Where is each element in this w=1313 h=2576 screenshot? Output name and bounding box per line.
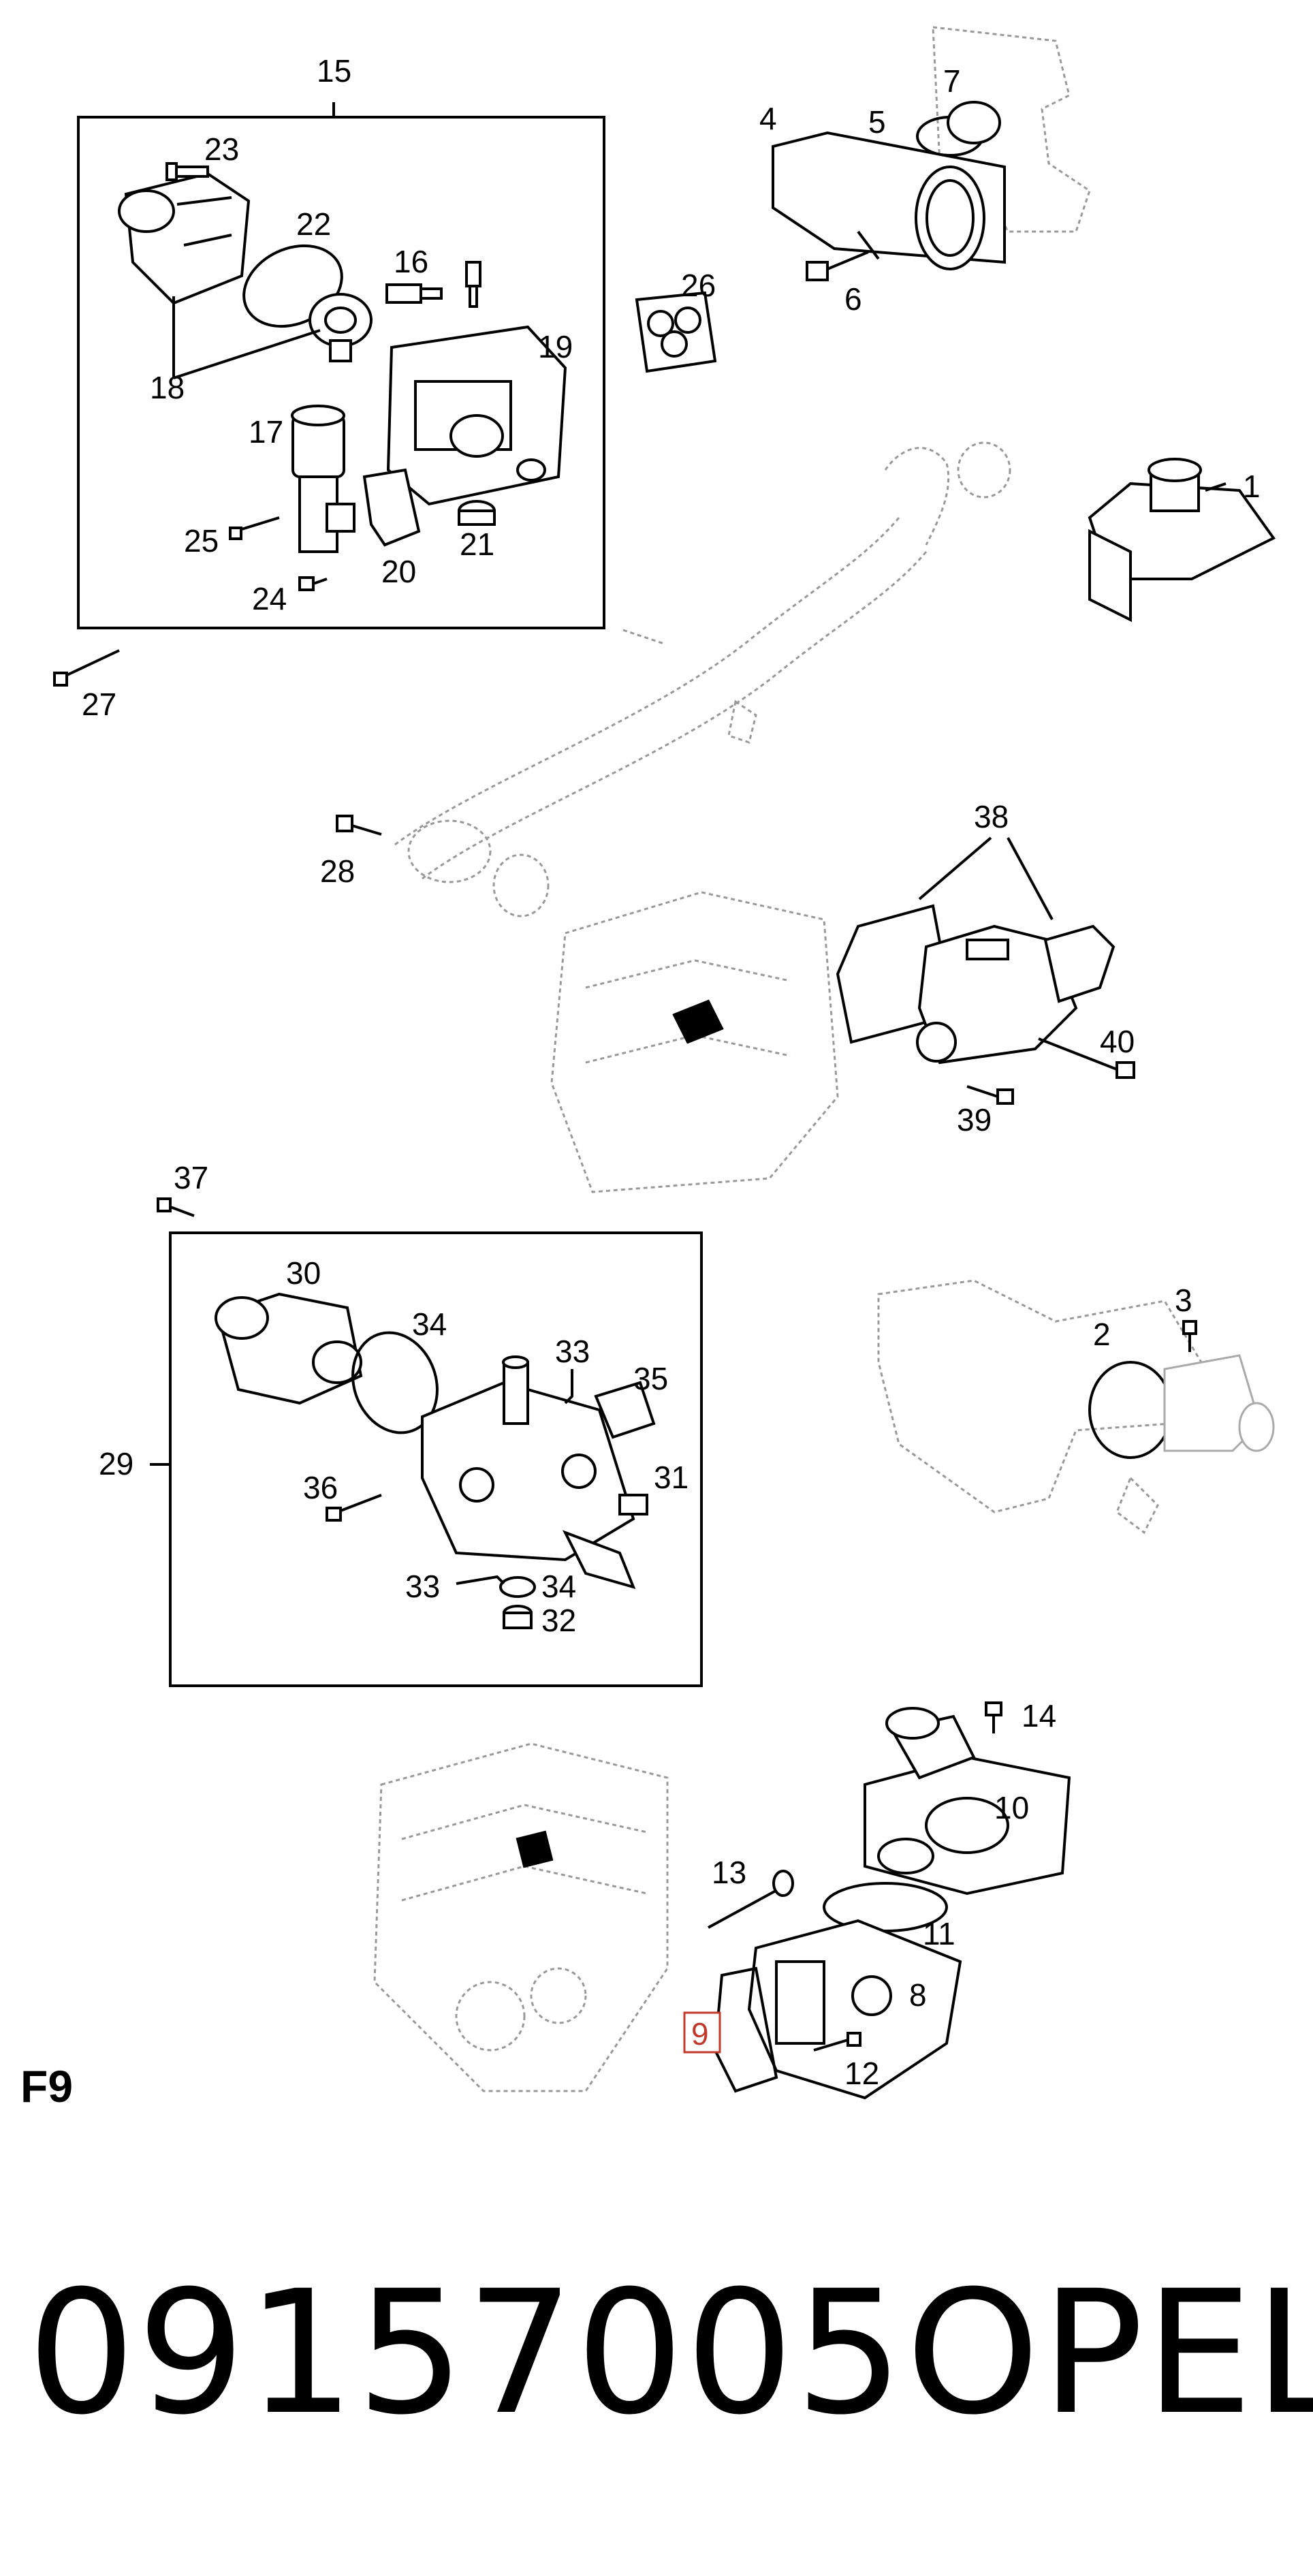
- gasket-39-part: [836, 904, 955, 1044]
- callout-23: 23: [204, 131, 239, 167]
- gasket-20-part: [362, 468, 421, 547]
- gasket-26-part: [635, 291, 717, 373]
- callout-11: 11: [923, 1916, 955, 1951]
- callout-3: 3: [1175, 1283, 1192, 1318]
- bolt-27-part: [53, 649, 120, 687]
- bolt-3-part: [1182, 1320, 1197, 1352]
- bolt-23-part: [165, 162, 209, 181]
- ghost-coolant-pipe: [394, 441, 1011, 917]
- section-label: F9: [20, 2061, 74, 2111]
- clip-33-part: [564, 1369, 573, 1404]
- callout-10: 10: [994, 1790, 1029, 1825]
- bolt-38-part: [157, 1197, 195, 1217]
- ghost-engine-bracket-top: [932, 26, 1091, 233]
- housing-8-part: [747, 1919, 962, 2100]
- o-ring-34-part: [499, 1576, 536, 1598]
- callout-9-highlight[interactable]: 9: [683, 2011, 721, 2054]
- thermostat-body-19-part: [386, 325, 567, 506]
- callout-29: 29: [99, 1446, 133, 1481]
- callout-22: 22: [296, 206, 331, 242]
- valve-17-part: [291, 405, 355, 553]
- callout-18: 18: [150, 370, 185, 405]
- thermostat-housing-part: [118, 172, 251, 305]
- callout-9: 9: [691, 2016, 709, 2052]
- clip-33-lower-part: [456, 1575, 505, 1585]
- callout-27: 27: [82, 687, 116, 722]
- callout-15: 15: [317, 53, 351, 89]
- coolant-outlet-pipe-4-part: [772, 131, 1006, 270]
- cap-32-part: [503, 1605, 533, 1629]
- thermostat-housing-39-part: [916, 924, 1116, 1065]
- callout-26: 26: [681, 268, 716, 303]
- callout-1: 1: [1243, 469, 1261, 504]
- ghost-engine-block-middle: [550, 891, 839, 1193]
- sensor-small-part: [465, 261, 481, 308]
- ghost-engine-lower: [373, 1742, 669, 2092]
- thermostat-1-part: [1088, 458, 1276, 623]
- callout-32: 32: [541, 1603, 576, 1638]
- callout-30: 30: [286, 1255, 321, 1291]
- callout-31: 31: [654, 1460, 689, 1495]
- callout-20: 20: [381, 554, 416, 589]
- thermostat-housing-30-part: [215, 1292, 363, 1405]
- callout-38: 37: [174, 1160, 208, 1195]
- callout-14: 14: [1022, 1698, 1056, 1733]
- group-29-frame: [169, 1231, 703, 1687]
- part-number: 09157005: [27, 2254, 905, 2452]
- sensor-16-part: [385, 283, 443, 304]
- callout-16: 16: [394, 244, 428, 279]
- callout-39: 38: [974, 799, 1009, 834]
- cap-21-part: [458, 500, 496, 526]
- bolt-25-part: [229, 516, 280, 540]
- thermostat-7-part: [947, 101, 1001, 144]
- callout-2: 2: [1093, 1317, 1111, 1352]
- callout-37: 36: [303, 1470, 338, 1505]
- callout-13: 13: [712, 1855, 746, 1890]
- callout-41: 40: [1100, 1024, 1135, 1059]
- group-15-frame: [77, 116, 605, 629]
- callout-7: 7: [943, 63, 961, 99]
- callout-24: 24: [252, 581, 287, 616]
- bolt-40-part: [966, 1085, 1014, 1105]
- bolt-6-part: [806, 251, 869, 281]
- callout-17: 17: [249, 414, 283, 450]
- callout-25: 25: [184, 523, 219, 559]
- bolt-ghost-part: [622, 629, 665, 645]
- callout-8: 8: [909, 1977, 927, 2013]
- callout-33-lower: 33: [405, 1569, 440, 1604]
- callout-33: 33: [555, 1334, 590, 1369]
- thermostat-element-part: [309, 293, 373, 362]
- housing-31-part: [421, 1355, 636, 1590]
- callout-34: 34: [541, 1569, 576, 1604]
- thermostat-2-part: [1088, 1354, 1275, 1459]
- callout-35: 34: [412, 1306, 447, 1342]
- callout-5: 5: [868, 104, 886, 140]
- callout-19: 19: [538, 329, 573, 364]
- bolt-28-part: [336, 815, 382, 836]
- bolt-37-part: [326, 1494, 382, 1522]
- bolt-24-part: [298, 576, 328, 591]
- bolt-12-part: [813, 2032, 861, 2052]
- gasket-36-part: [594, 1381, 656, 1439]
- o-ring-35-part: [351, 1331, 439, 1434]
- sensor-31-part: [618, 1494, 648, 1515]
- callout-40: 39: [957, 1102, 992, 1137]
- ghost-engine-right: [877, 1279, 1207, 1535]
- callout-4: 4: [759, 101, 777, 136]
- callout-6: 6: [844, 281, 862, 317]
- brand-name: OPEL: [906, 2254, 1313, 2452]
- bolt-13-part: [708, 1870, 794, 1929]
- bolt-14-part: [985, 1701, 1002, 1733]
- callout-28: 28: [320, 853, 355, 889]
- thermostat-housing-10-part: [864, 1707, 1071, 1896]
- bolt-41-part: [1038, 1037, 1135, 1079]
- callout-12: 12: [844, 2056, 879, 2091]
- callout-21: 21: [460, 527, 494, 562]
- callout-36: 35: [633, 1361, 668, 1396]
